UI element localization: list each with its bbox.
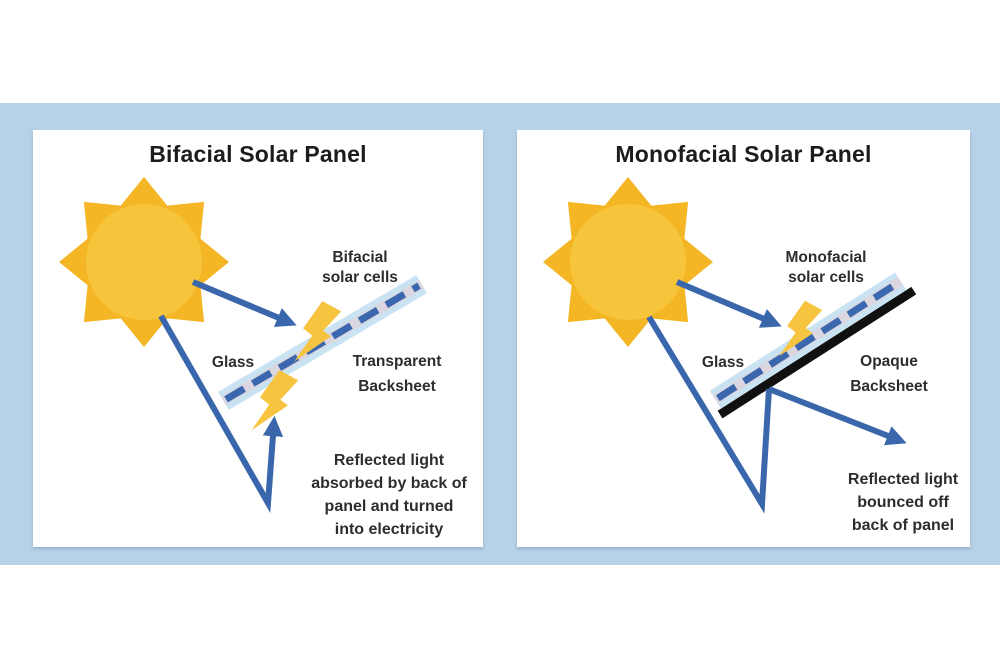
bifacial-panel xyxy=(218,275,427,410)
label-line: solar cells xyxy=(788,269,864,286)
label-line: into electricity xyxy=(334,521,444,538)
reflected-light-path xyxy=(646,315,772,514)
label-line: Monofacial xyxy=(785,249,867,266)
monofacial-title: Monofacial Solar Panel xyxy=(615,141,872,167)
monofacial-cells-label: Monofacial solar cells xyxy=(786,248,867,288)
label-line: Reflected light xyxy=(847,471,959,488)
bifacial-cells-label: Bifacial solar cells xyxy=(322,248,398,288)
monofacial-caption: Reflected light bounced off back of pane… xyxy=(848,468,958,537)
bifacial-title: Bifacial Solar Panel xyxy=(149,141,367,167)
direct-sunlight-arrow xyxy=(675,279,782,328)
lightning-bolt-front-icon xyxy=(779,300,823,357)
label-line: panel and turned xyxy=(324,498,454,515)
label-line: Transparent xyxy=(352,353,442,370)
direct-sunlight-arrow xyxy=(191,279,297,327)
bounced-light-arrow xyxy=(767,386,907,446)
label-line: Backsheet xyxy=(850,378,928,395)
bifacial-diagram xyxy=(59,177,427,514)
reflected-light-arrow xyxy=(158,314,284,514)
monofacial-diagram xyxy=(543,177,917,514)
label-line: Opaque xyxy=(860,353,918,370)
sun-icon xyxy=(59,177,229,347)
glass-label: Glass xyxy=(701,354,745,371)
monofacial-panel xyxy=(709,272,917,419)
opaque-backsheet-layer xyxy=(717,286,917,419)
transparent-backsheet-label: Transparent Backsheet xyxy=(353,349,442,399)
label-line: absorbed by back of xyxy=(311,475,467,492)
monofacial-card: Monofacial Solar Panel Monofacial solar … xyxy=(517,130,970,547)
label-line: solar cells xyxy=(322,269,398,286)
label-line: Backsheet xyxy=(358,378,436,395)
solar-cells-dashes xyxy=(715,279,901,402)
opaque-backsheet-label: Opaque Backsheet xyxy=(850,349,928,399)
sun-core xyxy=(86,204,202,320)
bifacial-caption: Reflected light absorbed by back of pane… xyxy=(311,449,467,541)
sun-core xyxy=(570,204,686,320)
label-line: Reflected light xyxy=(333,452,445,469)
label-line: bounced off xyxy=(857,494,949,511)
sun-icon xyxy=(543,177,713,347)
bifacial-card: Bifacial Solar Panel Bifacial solar cell… xyxy=(33,130,483,547)
lightning-bolt-front-icon xyxy=(294,301,342,362)
solar-cells-dashes xyxy=(224,282,421,403)
label-line: back of panel xyxy=(851,517,955,534)
glass-label: Glass xyxy=(211,354,255,371)
label-line: Bifacial xyxy=(332,249,388,266)
lightning-bolt-back-icon xyxy=(251,370,299,431)
